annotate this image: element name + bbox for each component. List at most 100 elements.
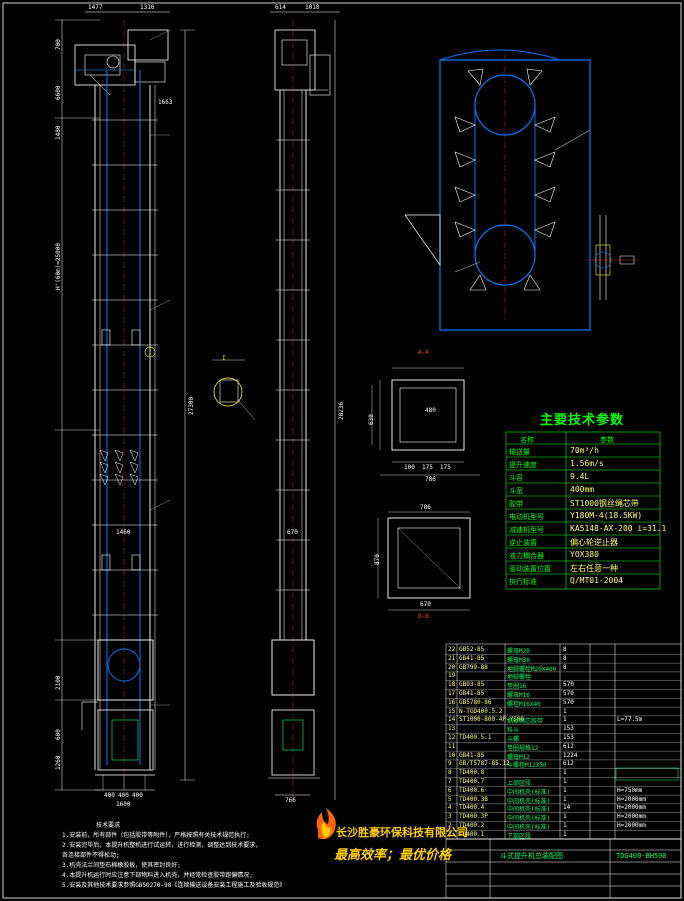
bom-cell-code: TD400.4 (459, 804, 485, 812)
bom-cell-qty: 1 (563, 813, 567, 821)
section-aa-630: 630 (368, 414, 375, 425)
drawing-number: TDG400-BH500 (616, 852, 667, 860)
bom-cell-qty: 1 (563, 822, 567, 829)
bom-cell-qty: 8 (563, 654, 567, 662)
bom-cell-name: 斗螺 (507, 736, 520, 743)
dim-side-5: 2100 (55, 675, 62, 690)
dim-top-2: 1316 (140, 4, 155, 11)
bom-cell-no: 16 (448, 698, 456, 706)
spec-row-name: 减速机型号 (509, 526, 544, 534)
bom-cell-code: N-TGD400.5.2 (459, 707, 503, 715)
bom-cell-name: 中间机壳(标准) (507, 788, 551, 796)
bom-cell-name: 垫圈规格12 (507, 744, 539, 752)
bom-cell-no: 11 (448, 742, 456, 750)
bom-cell-code: GB41-85 (459, 654, 485, 662)
company-logo-icon (316, 808, 336, 840)
bom-cell-qty: 1 (563, 830, 567, 838)
bom-row-lines (446, 654, 681, 840)
bom-cell-qty: 612 (563, 742, 574, 750)
section-bb-870: 870 (374, 554, 381, 565)
note-line: 5.安装及其他技术要求参照GB50270-98《连续输送设备安装工程施工及验收规… (62, 882, 286, 889)
bom-cell-no: 1 (448, 830, 452, 838)
spec-row-name: 液力耦合器 (509, 552, 544, 560)
bom-cell-qty: 1 (563, 769, 567, 777)
bom-cell-name: 螺栓M16X40 (507, 700, 541, 708)
bom-cell-no: 9 (448, 760, 452, 768)
bom-cell-no: 7 (448, 778, 452, 785)
company-slogan: 最高效率；最优价格 (334, 848, 452, 863)
bom-cell-name: 螺母M12 (507, 753, 530, 761)
bom-cell-name: 螺母M30 (507, 656, 530, 664)
dim-side-6: 600 (55, 729, 62, 740)
side-dim-bottom: 766 (285, 797, 296, 804)
bom-cell-name: 料斗 (507, 727, 520, 735)
bom-cell-no: 22 (448, 646, 456, 653)
bom-cell-qty: 1 (563, 778, 567, 785)
bom-cell-no: 5 (448, 795, 452, 803)
bom-cell-qty: 153 (563, 734, 574, 741)
bom-cell-no: 20 (448, 663, 456, 671)
bom-cell-qty: 570 (563, 698, 574, 706)
bom-cell-qty: 8 (563, 646, 567, 653)
bom-cell-no: 14 (448, 716, 456, 724)
section-aa-175b: 175 (440, 464, 451, 471)
section-aa-175a: 175 (422, 464, 433, 471)
bom-cell-code: TD400.8 (459, 769, 485, 777)
bom-cell-no: 3 (448, 813, 452, 821)
spec-row-value: Y180M-4(18.5KW) (570, 511, 643, 520)
bom-cell-qty: 14 (563, 804, 571, 812)
spec-row-name: 提升速度 (509, 461, 537, 469)
bom-cell-note: H=2000mm (617, 795, 646, 803)
bom-cell-name: 中间机壳(标准) (507, 806, 551, 814)
dim-bottom-2: 400 (118, 792, 129, 799)
bom-cell-name: 地脚螺栓M20X400 (507, 665, 557, 673)
bom-cell-code: TD400.5.1 (459, 734, 492, 741)
dim-top-1: 1477 (88, 4, 103, 11)
bom-cell-code: GB41-85 (459, 690, 485, 697)
spec-row-name: 驱动装置位置 (509, 565, 551, 573)
dim-bottom-3: 400 (132, 792, 143, 799)
bom-cell-no: 4 (448, 804, 452, 812)
bom-cell-no: 18 (448, 681, 456, 689)
bom-cell-code: GB93-85 (459, 681, 485, 689)
section-aa-100: 100 (404, 464, 415, 471)
dim-vertical-total: 27300 (188, 396, 195, 415)
section-aa-480: 480 (425, 407, 436, 414)
spec-row-value: ST1000钢丝绳芯带 (570, 499, 639, 508)
bom-cell-code: TD400.3P (459, 813, 488, 821)
side-view (268, 11, 340, 800)
bom-cell-no: 8 (448, 769, 452, 777)
spec-row-name: 斗宽 (509, 487, 523, 495)
spec-row-name: 输送量 (509, 448, 530, 456)
dim-side-1: 700 (55, 39, 62, 50)
bom-cell-code: GB52-85 (459, 646, 485, 653)
spec-row-name: 胶带 (509, 500, 523, 508)
dim-side-3: 1480 (55, 125, 62, 140)
dim-mid: 1460 (116, 529, 131, 536)
bom-cell-code: TD400.2 (459, 822, 485, 829)
drawing-name: 斗式提升机总装配图 (500, 852, 563, 860)
bom-cell-qty: 8 (563, 663, 567, 671)
spec-header-value: 参数 (600, 436, 614, 444)
bom-cell-name: 中间机壳(标准) (507, 824, 551, 831)
bom-cell-code: TD400.6 (459, 786, 485, 794)
spec-row-value: KA5148-AX-200 i=31.1 (570, 524, 667, 533)
dim-bottom-total: 1600 (116, 801, 131, 808)
spec-table-grid (505, 431, 661, 590)
bom-cell-no: 12 (448, 734, 456, 741)
detail-i (212, 359, 256, 421)
belt-joint-detail (585, 215, 638, 300)
note-line: 各连接部件不得松动; (62, 852, 120, 859)
bom-cell-note: H=2000mm (617, 804, 646, 812)
bom-cell-no: 2 (448, 822, 452, 829)
note-line: 2.安装完毕后，本提升机整机进行试运转，进行检测，调整达到技术要求， (62, 842, 262, 849)
spec-title: 主要技术参数 (540, 413, 625, 428)
bom-cell-note: H=2000mm (617, 813, 646, 821)
bom-cell-qty: 1 (563, 795, 567, 803)
bom-cell-name: 斗螺栓M12X50 (507, 762, 547, 770)
note-line: 4.本提升机运行时应注意下部物料进入机壳，并经常检查胶带跑偏情况; (62, 872, 253, 879)
side-dim-top-1: 614 (275, 4, 286, 11)
section-aa-786: 786 (425, 476, 436, 483)
